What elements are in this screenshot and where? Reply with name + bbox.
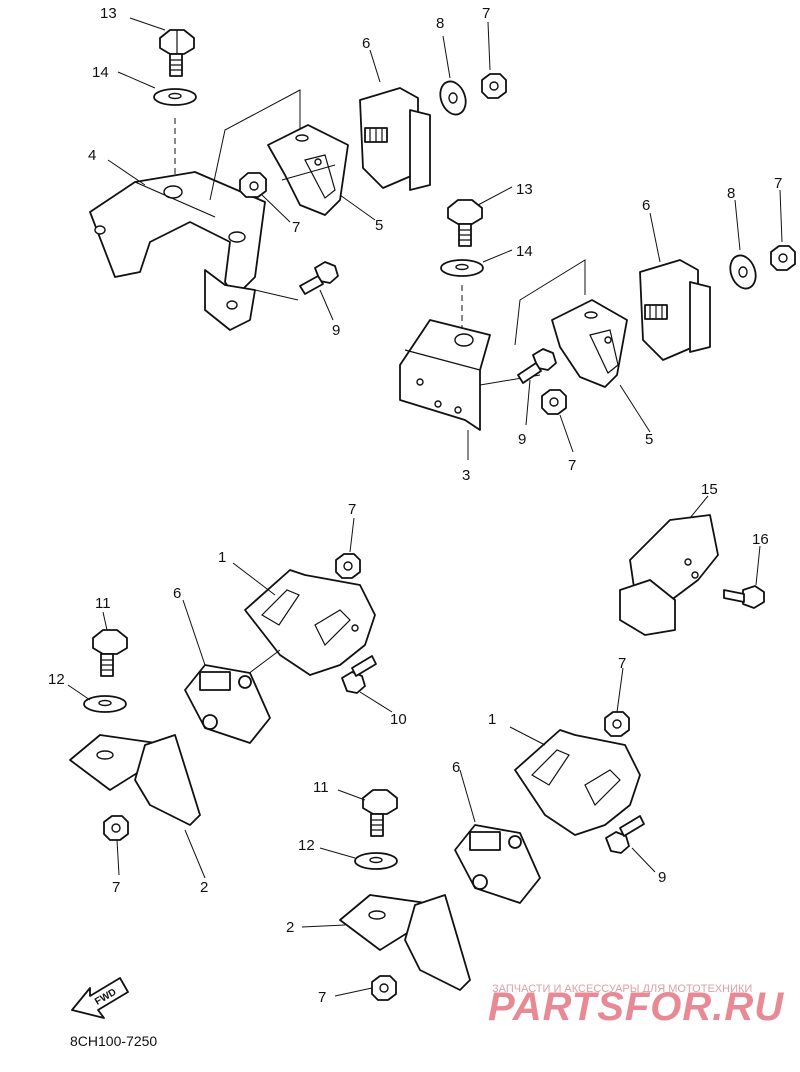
callout-labels: 13 14 6 8 7 4 7 5 9 13 14 6 8 7 9 7 5 3 … xyxy=(48,5,782,1006)
callout-9: 9 xyxy=(658,869,666,886)
callout-7: 7 xyxy=(348,501,356,518)
bracket-3 xyxy=(399,319,491,431)
washer-12-left xyxy=(83,695,127,713)
callout-6: 6 xyxy=(642,197,650,214)
washer-12-right xyxy=(354,852,398,870)
callout-14: 14 xyxy=(516,243,533,260)
bracket-5-top-left xyxy=(267,124,349,216)
callout-5: 5 xyxy=(645,431,653,448)
bracket-1-middle-left xyxy=(244,569,376,676)
bracket-2-left xyxy=(69,734,201,826)
callout-10: 10 xyxy=(390,711,407,728)
watermark-tagline: ЗАПЧАСТИ И АКСЕССУАРЫ ДЛЯ МОТОТЕХНИКИ xyxy=(492,983,752,995)
cover-15 xyxy=(619,514,719,636)
bolt-16 xyxy=(723,585,765,609)
rubber-mount-6-lower-right xyxy=(454,824,541,904)
bracket-5-top-right xyxy=(551,299,628,388)
callout-2: 2 xyxy=(200,879,208,896)
callout-11: 11 xyxy=(95,595,111,612)
callout-7: 7 xyxy=(318,989,326,1006)
callout-2: 2 xyxy=(286,919,294,936)
nut-7-lower-right xyxy=(604,711,630,737)
callout-7: 7 xyxy=(112,879,120,896)
callout-13: 13 xyxy=(100,5,117,22)
nut-7-top-right-b xyxy=(541,389,567,415)
callout-6: 6 xyxy=(362,35,370,52)
rubber-mount-6-middle-left xyxy=(184,664,271,744)
bolt-10 xyxy=(341,655,377,694)
bracket-1-lower-right xyxy=(514,729,641,836)
callout-7: 7 xyxy=(292,219,300,236)
callout-5: 5 xyxy=(375,217,383,234)
diagram-code: 8CH100-7250 xyxy=(70,1033,157,1049)
callout-9: 9 xyxy=(332,322,340,339)
watermark: ЗАПЧАСТИ И АКСЕССУАРЫ ДЛЯ МОТОТЕХНИКИ PA… xyxy=(488,983,784,1029)
callout-11: 11 xyxy=(313,779,329,796)
washer-14-top-left xyxy=(153,88,197,106)
callout-12: 12 xyxy=(298,837,315,854)
callout-12: 12 xyxy=(48,671,65,688)
nut-7-lower-left xyxy=(103,815,129,841)
nut-7-top-left xyxy=(239,172,267,198)
bolt-13-top-right xyxy=(447,199,483,247)
nut-7-top-right-a xyxy=(481,73,507,99)
callout-6: 6 xyxy=(173,585,181,602)
callout-6: 6 xyxy=(452,759,460,776)
washer-14-top-right xyxy=(440,259,484,277)
callout-15: 15 xyxy=(701,481,718,498)
nut-7-middle-left xyxy=(335,553,361,579)
callout-14: 14 xyxy=(92,64,109,81)
nut-7-bottom xyxy=(371,975,397,1001)
callout-16: 16 xyxy=(752,531,769,548)
bolt-11-left xyxy=(92,629,128,677)
rubber-mount-6-top-left xyxy=(359,87,431,191)
callout-8: 8 xyxy=(727,185,735,202)
rubber-mount-6-top-right xyxy=(639,259,711,361)
bracket-2-right xyxy=(339,894,471,991)
nut-7-top-right-c xyxy=(770,245,796,271)
callout-4: 4 xyxy=(88,147,96,164)
callout-3: 3 xyxy=(462,467,470,484)
callout-13: 13 xyxy=(516,181,533,198)
callout-9: 9 xyxy=(518,431,526,448)
bolt-9-lower-right xyxy=(605,815,645,854)
watermark-brand: PARTSFOR.RU xyxy=(488,985,784,1029)
leader-lines xyxy=(67,17,783,997)
callout-1: 1 xyxy=(488,711,496,728)
callout-7: 7 xyxy=(568,457,576,474)
washer-8-top-right xyxy=(729,254,757,290)
callout-8: 8 xyxy=(436,15,444,32)
callout-7: 7 xyxy=(618,655,626,672)
bolt-9-top-right xyxy=(517,348,557,384)
washer-8-top-left xyxy=(439,80,467,116)
bolt-11-right xyxy=(362,789,398,837)
callout-1: 1 xyxy=(218,549,226,566)
bolt-9-top-left xyxy=(299,261,339,295)
callout-7: 7 xyxy=(774,175,782,192)
bracket-4 xyxy=(89,171,266,331)
callout-7: 7 xyxy=(482,5,490,22)
fwd-arrow: FWD xyxy=(71,977,129,1019)
bolt-13-top-left xyxy=(159,29,195,77)
